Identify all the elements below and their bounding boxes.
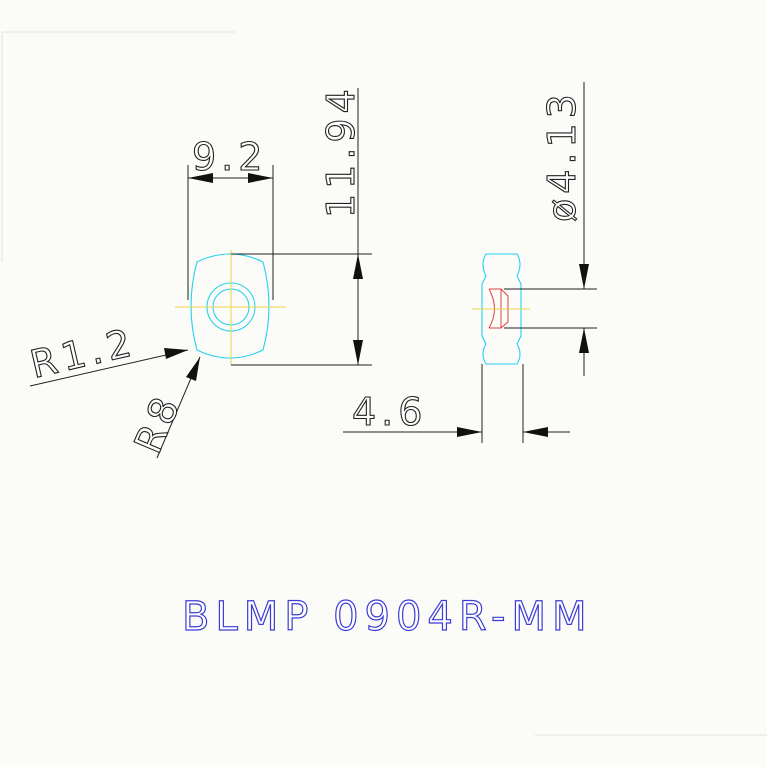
side-view bbox=[472, 253, 530, 365]
side-outline bbox=[481, 253, 522, 365]
diameter-label: ø4.13 bbox=[540, 89, 584, 222]
corner-radius-callout: R1.2 bbox=[26, 319, 189, 387]
front-view bbox=[175, 250, 286, 365]
corner-radius-label: R1.2 bbox=[26, 320, 140, 387]
height-label: 11.94 bbox=[319, 84, 363, 218]
height-dimension: 11.94 bbox=[231, 84, 372, 366]
part-number-title: BLMP 0904R-MM bbox=[182, 594, 593, 640]
insert-outline bbox=[190, 253, 270, 359]
thickness-dimension: 4.6 bbox=[343, 364, 570, 443]
arc-radius-label: R8 bbox=[126, 387, 190, 460]
width-dimension: 9.2 bbox=[187, 134, 274, 300]
thickness-label: 4.6 bbox=[352, 390, 427, 434]
width-label: 9.2 bbox=[192, 135, 267, 179]
arc-radius-callout: R8 bbox=[125, 356, 201, 460]
diameter-dimension: ø4.13 bbox=[504, 82, 597, 376]
